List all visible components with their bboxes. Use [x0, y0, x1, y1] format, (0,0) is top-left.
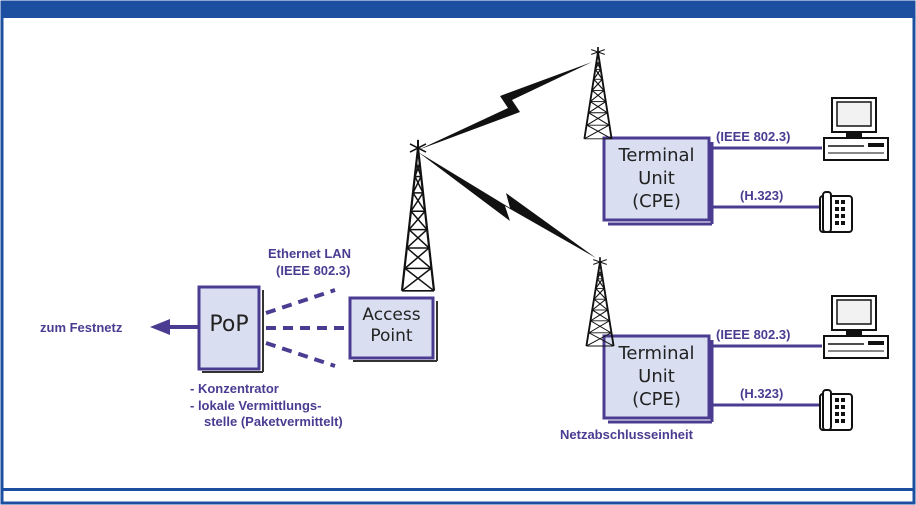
- access-point-label-line1: Access: [362, 305, 421, 325]
- desktop-computer-icon: [823, 295, 889, 359]
- terminal-unit-top-line1: Terminal: [618, 145, 695, 166]
- terminal-unit-bottom-line2: Unit: [638, 366, 675, 387]
- ieee-label-bottom: (IEEE 802.3): [716, 327, 791, 342]
- ieee-label-top: (IEEE 802.3): [716, 129, 791, 144]
- radio-tower-icon: [583, 46, 613, 140]
- bottom-rule: [2, 488, 914, 491]
- terminal-unit-top-line2: Unit: [638, 168, 675, 189]
- ethernet-lan-label: Ethernet LAN: [268, 246, 352, 261]
- top-bar: [2, 2, 914, 18]
- terminal-unit-top-line3: (CPE): [632, 191, 681, 212]
- device-links: [712, 146, 822, 407]
- wireless-link-icon: [418, 62, 596, 258]
- ethernet-ieee-label: (IEEE 802.3): [276, 263, 351, 278]
- radio-tower-icon: [585, 256, 615, 347]
- terminal-unit-bottom-line1: Terminal: [618, 343, 695, 364]
- telephone-icon: [819, 191, 853, 233]
- terminal-unit-box-bottom: [602, 334, 714, 424]
- lokale-vermittlung-label-line1: - lokale Vermittlungs-: [190, 398, 322, 413]
- radio-tower-icon: [400, 138, 436, 292]
- pop-label: PoP: [209, 312, 249, 337]
- ethernet-dashed-links: [265, 288, 345, 368]
- h323-label-bottom: (H.323): [740, 386, 784, 401]
- access-point-box: [348, 296, 438, 362]
- netzabschlusseinheit-label: Netzabschlusseinheit: [560, 427, 693, 442]
- terminal-unit-box-top: [602, 136, 714, 226]
- desktop-computer-icon: [823, 97, 889, 161]
- konzentrator-label: - Konzentrator: [190, 381, 279, 396]
- lokale-vermittlung-label-line2: stelle (Paketvermittelt): [204, 414, 343, 429]
- h323-label-top: (H.323): [740, 188, 784, 203]
- terminal-unit-bottom-line3: (CPE): [632, 389, 681, 410]
- pop-box: [197, 285, 264, 373]
- zum-festnetz-label: zum Festnetz: [40, 320, 123, 335]
- telephone-icon: [819, 389, 853, 431]
- access-point-label-line2: Point: [370, 326, 413, 346]
- festnetz-arrow: [150, 319, 200, 335]
